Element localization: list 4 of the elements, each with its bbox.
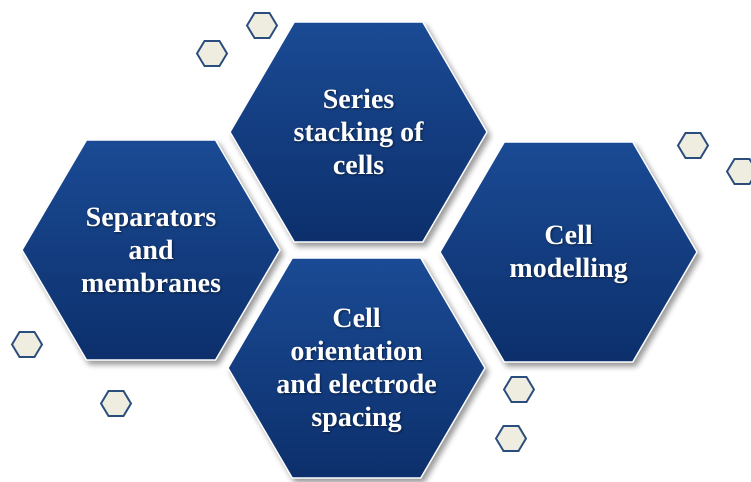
node-label: Series stacking of cells — [292, 82, 425, 182]
node-label: Cell modelling — [508, 219, 629, 285]
node-label: Separators and membranes — [80, 200, 222, 300]
node-label: Cell orientation and electrode spacing — [275, 302, 438, 434]
